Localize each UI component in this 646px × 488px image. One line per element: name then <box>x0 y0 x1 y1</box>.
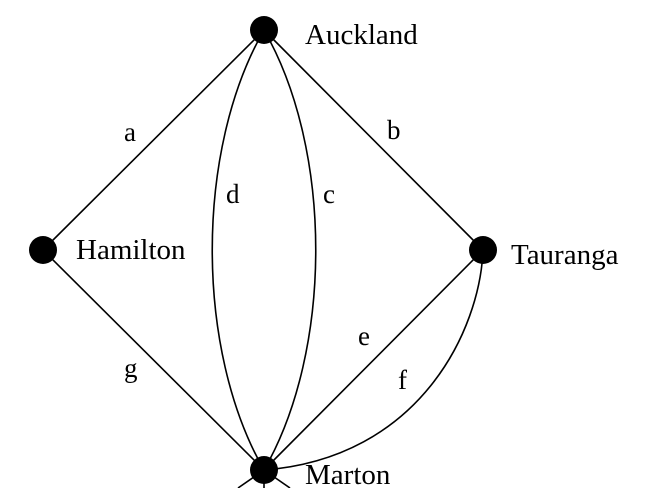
edge-f <box>263 249 484 471</box>
label-edge-a: a <box>124 117 136 147</box>
edge-c <box>263 29 317 471</box>
edge-d <box>211 29 265 471</box>
vertex-auckland <box>250 16 278 44</box>
vertex-tauranga <box>469 236 497 264</box>
edge-b <box>263 29 484 251</box>
edge-e <box>263 249 484 471</box>
label-edge-b: b <box>387 115 401 145</box>
label-edge-d: d <box>226 179 240 209</box>
edge-a <box>42 29 265 251</box>
label-tauranga: Tauranga <box>511 239 619 271</box>
label-auckland: Auckland <box>305 19 418 51</box>
label-edge-f: f <box>398 365 407 395</box>
label-edge-g: g <box>124 353 138 383</box>
label-hamilton: Hamilton <box>76 234 186 266</box>
label-marton: Marton <box>305 459 391 488</box>
label-edge-e: e <box>358 321 370 351</box>
vertex-marton <box>250 456 278 484</box>
vertex-hamilton <box>29 236 57 264</box>
edge-g <box>42 249 265 471</box>
label-edge-c: c <box>323 179 335 209</box>
